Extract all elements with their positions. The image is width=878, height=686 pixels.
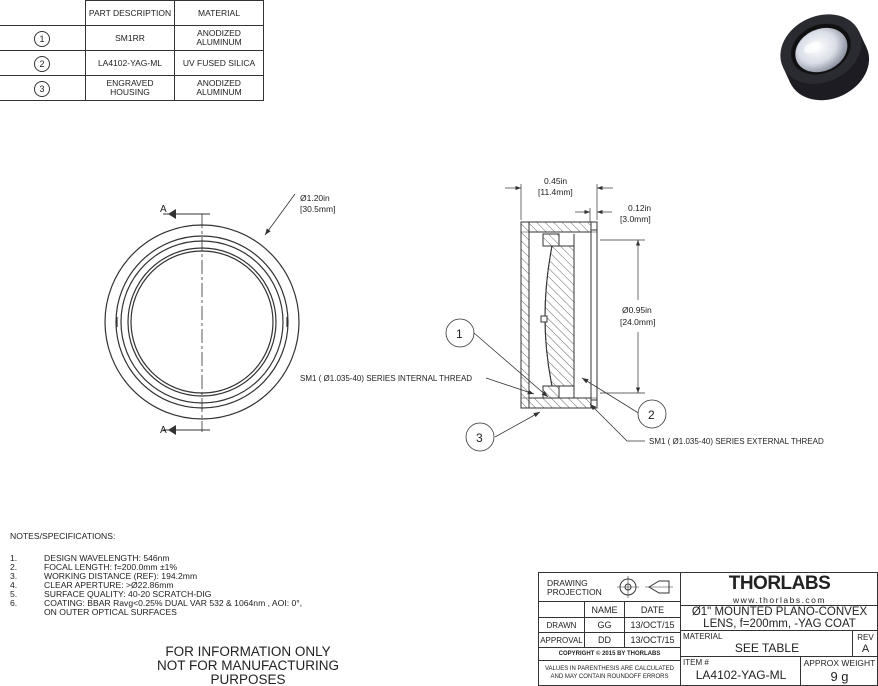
balloon-2: 2: [648, 408, 655, 422]
note-item: 3.WORKING DISTANCE (REF): 194.2mm: [10, 571, 198, 581]
technical-drawing: A A Ø1.20in [30.5mm]: [104, 176, 824, 452]
clear-diameter-mm: [24.0mm]: [620, 317, 655, 327]
table-row: 3 ENGRAVED HOUSING ANODIZED ALUMINUM: [0, 75, 264, 101]
row-description: SM1RR: [85, 25, 175, 51]
external-thread-label: SM1 ( Ø1.035-40) SERIES EXTERNAL THREAD: [649, 437, 824, 446]
row-material: ANODIZED ALUMINUM: [174, 75, 264, 101]
dimension-lines: [505, 184, 645, 394]
drawn-name: GG: [585, 618, 625, 633]
notes-section: NOTES/SPECIFICATIONS: 1.DESIGN WAVELENGT…: [10, 532, 302, 617]
approval-label: APPROVAL: [539, 633, 585, 648]
thorlabs-logo: THORLABS: [728, 573, 831, 594]
product-photo: [780, 14, 870, 101]
note-item: 6.COATING: BBAR Ravg<0.25% DUAL VAR 532 …: [10, 598, 303, 608]
approval-date: 13/OCT/15: [625, 633, 681, 648]
logo-cell: THORLABS: [681, 573, 878, 595]
rev-value: A: [861, 643, 870, 655]
note-item: 2.FOCAL LENGTH: f=200.0mm ±1%: [10, 562, 178, 572]
rev-cell: REV A: [853, 631, 878, 657]
weight-value: 9 g: [830, 669, 849, 684]
parts-table: PART DESCRIPTION MATERIAL 1 SM1RR ANODIZ…: [0, 0, 264, 101]
col-header-material: MATERIAL: [174, 0, 264, 26]
approval-name: DD: [585, 633, 625, 648]
front-view: [104, 193, 300, 435]
row-balloon: 2: [34, 55, 50, 72]
outer-diameter-in: Ø1.20in: [300, 193, 330, 203]
row-balloon: 1: [34, 30, 50, 47]
item-value: LA4102-YAG-ML: [695, 668, 787, 682]
width-in: 0.45in: [544, 176, 567, 186]
note-item: 4.CLEAR APERTURE: >Ø22.86mm: [10, 580, 174, 590]
drawn-date: 13/OCT/15: [625, 618, 681, 633]
row-balloon: 3: [34, 80, 50, 97]
projection-symbol-icon: [617, 576, 673, 598]
note-item: 1.DESIGN WAVELENGTH: 546nm: [10, 553, 170, 563]
width-mm: [11.4mm]: [538, 187, 573, 197]
retainer-in: 0.12in: [628, 203, 651, 213]
internal-thread-label: SM1 ( Ø1.035-40) SERIES INTERNAL THREAD: [300, 374, 472, 383]
clear-diameter-in: Ø0.95in: [622, 305, 652, 315]
item-cell: ITEM # LA4102-YAG-ML: [681, 657, 801, 686]
section-label-top: A: [160, 204, 167, 215]
section-view: [520, 221, 598, 409]
company-url: www.thorlabs.com: [733, 595, 826, 605]
date-header: DATE: [625, 602, 681, 618]
row-description: ENGRAVED HOUSING: [85, 75, 175, 101]
drawn-label: DRAWN: [539, 618, 585, 633]
row-material: ANODIZED ALUMINUM: [174, 25, 264, 51]
name-header: NAME: [585, 602, 625, 618]
weight-cell: APPROX WEIGHT 9 g: [801, 657, 878, 686]
outer-diameter-mm: [30.5mm]: [300, 204, 335, 214]
drawing-title: Ø1" MOUNTED PLANO-CONVEX LENS, f=200mm, …: [681, 605, 878, 631]
table-row: 2 LA4102-YAG-ML UV FUSED SILICA: [0, 50, 264, 76]
projection-label: DRAWING PROJECTION: [547, 578, 602, 597]
title-block: DRAWING PROJECTION NAME DATE DRAWN GG 13…: [538, 572, 878, 686]
info-notice: FOR INFORMATION ONLY NOT FOR MANUFACTURI…: [118, 645, 378, 686]
leaders: [445, 318, 667, 452]
material-cell: MATERIAL SEE TABLE: [681, 631, 853, 657]
notes-heading: NOTES/SPECIFICATIONS:: [10, 531, 116, 541]
section-label-bottom: A: [160, 425, 167, 436]
note-item: ON OUTER OPTICAL SURFACES: [44, 607, 177, 617]
info-line-2: NOT FOR MANUFACTURING PURPOSES: [157, 658, 339, 686]
material-value: SEE TABLE: [734, 641, 800, 655]
retainer-mm: [3.0mm]: [620, 214, 651, 224]
projection-cell: DRAWING PROJECTION: [539, 573, 681, 602]
balloon-3: 3: [476, 431, 483, 445]
disclaimer: VALUES IN PARENTHESIS ARE CALCULATED AND…: [539, 661, 681, 686]
info-line-1: FOR INFORMATION ONLY: [165, 644, 331, 659]
balloon-1: 1: [456, 327, 463, 341]
note-item: 5.SURFACE QUALITY: 40-20 SCRATCH-DIG: [10, 589, 212, 599]
copyright: COPYRIGHT © 2015 BY THORLABS: [539, 648, 681, 661]
